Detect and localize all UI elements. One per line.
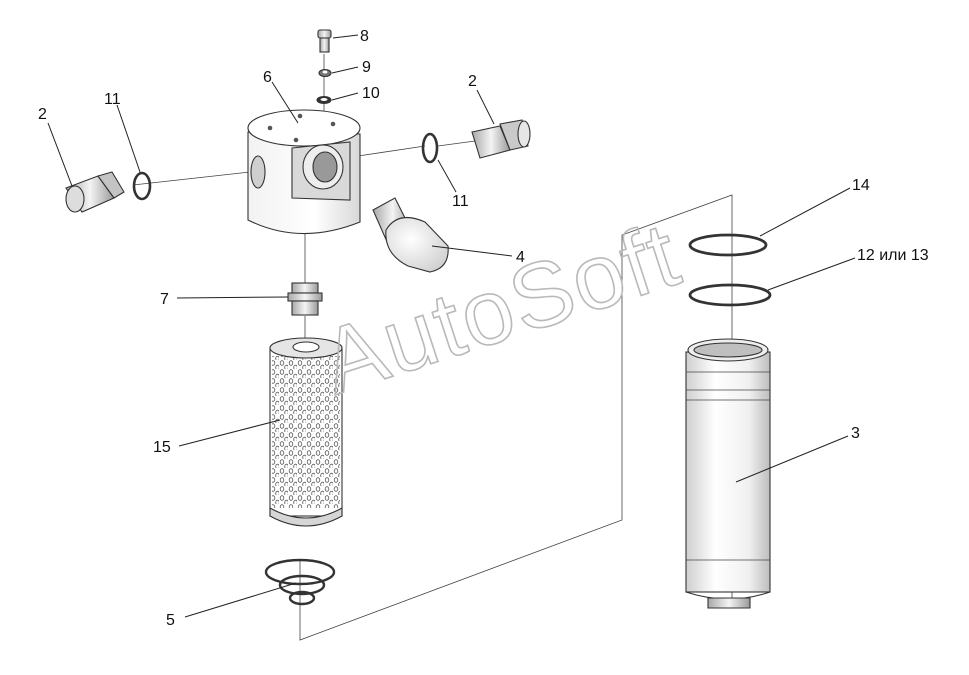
callout-7: 7 [160, 291, 169, 308]
callout-11-right: 11 [452, 193, 469, 210]
callout-2-right: 2 [468, 73, 477, 90]
part-5-spring [264, 558, 336, 606]
part-14-seal-ring [688, 233, 768, 257]
part-3-bowl [685, 338, 771, 609]
callout-11-left: 11 [104, 91, 121, 108]
part-7-adapter [287, 282, 323, 316]
part-11-right-oring [421, 132, 439, 164]
part-12-13-ring [688, 283, 772, 307]
callout-2-left: 2 [38, 106, 47, 123]
part-15-filter-element [269, 337, 343, 527]
assembly-axis-lines [132, 54, 733, 641]
callout-9: 9 [362, 59, 371, 76]
part-4-indicator [372, 197, 449, 273]
callout-15: 15 [153, 439, 171, 456]
callout-12-13: 12 или 13 [857, 247, 929, 264]
callout-4: 4 [516, 249, 525, 266]
callout-8: 8 [360, 28, 369, 45]
callout-labels: 8 9 10 6 2 11 2 11 4 7 15 5 14 12 или 13… [38, 28, 929, 629]
part-9-washer [318, 68, 332, 78]
callout-10: 10 [362, 85, 380, 102]
watermark-text: AutoSoft [310, 203, 692, 414]
callout-14: 14 [852, 177, 870, 194]
part-10-seal [316, 95, 332, 105]
part-6-housing [247, 109, 361, 235]
callout-6: 6 [263, 69, 272, 86]
callout-5: 5 [166, 612, 175, 629]
part-2-right-fitting [471, 119, 531, 159]
callout-3: 3 [851, 425, 860, 442]
part-8-bolt [317, 29, 332, 53]
part-2-left-fitting [65, 171, 125, 213]
leader-lines [47, 34, 856, 618]
part-11-left-oring [132, 171, 152, 201]
